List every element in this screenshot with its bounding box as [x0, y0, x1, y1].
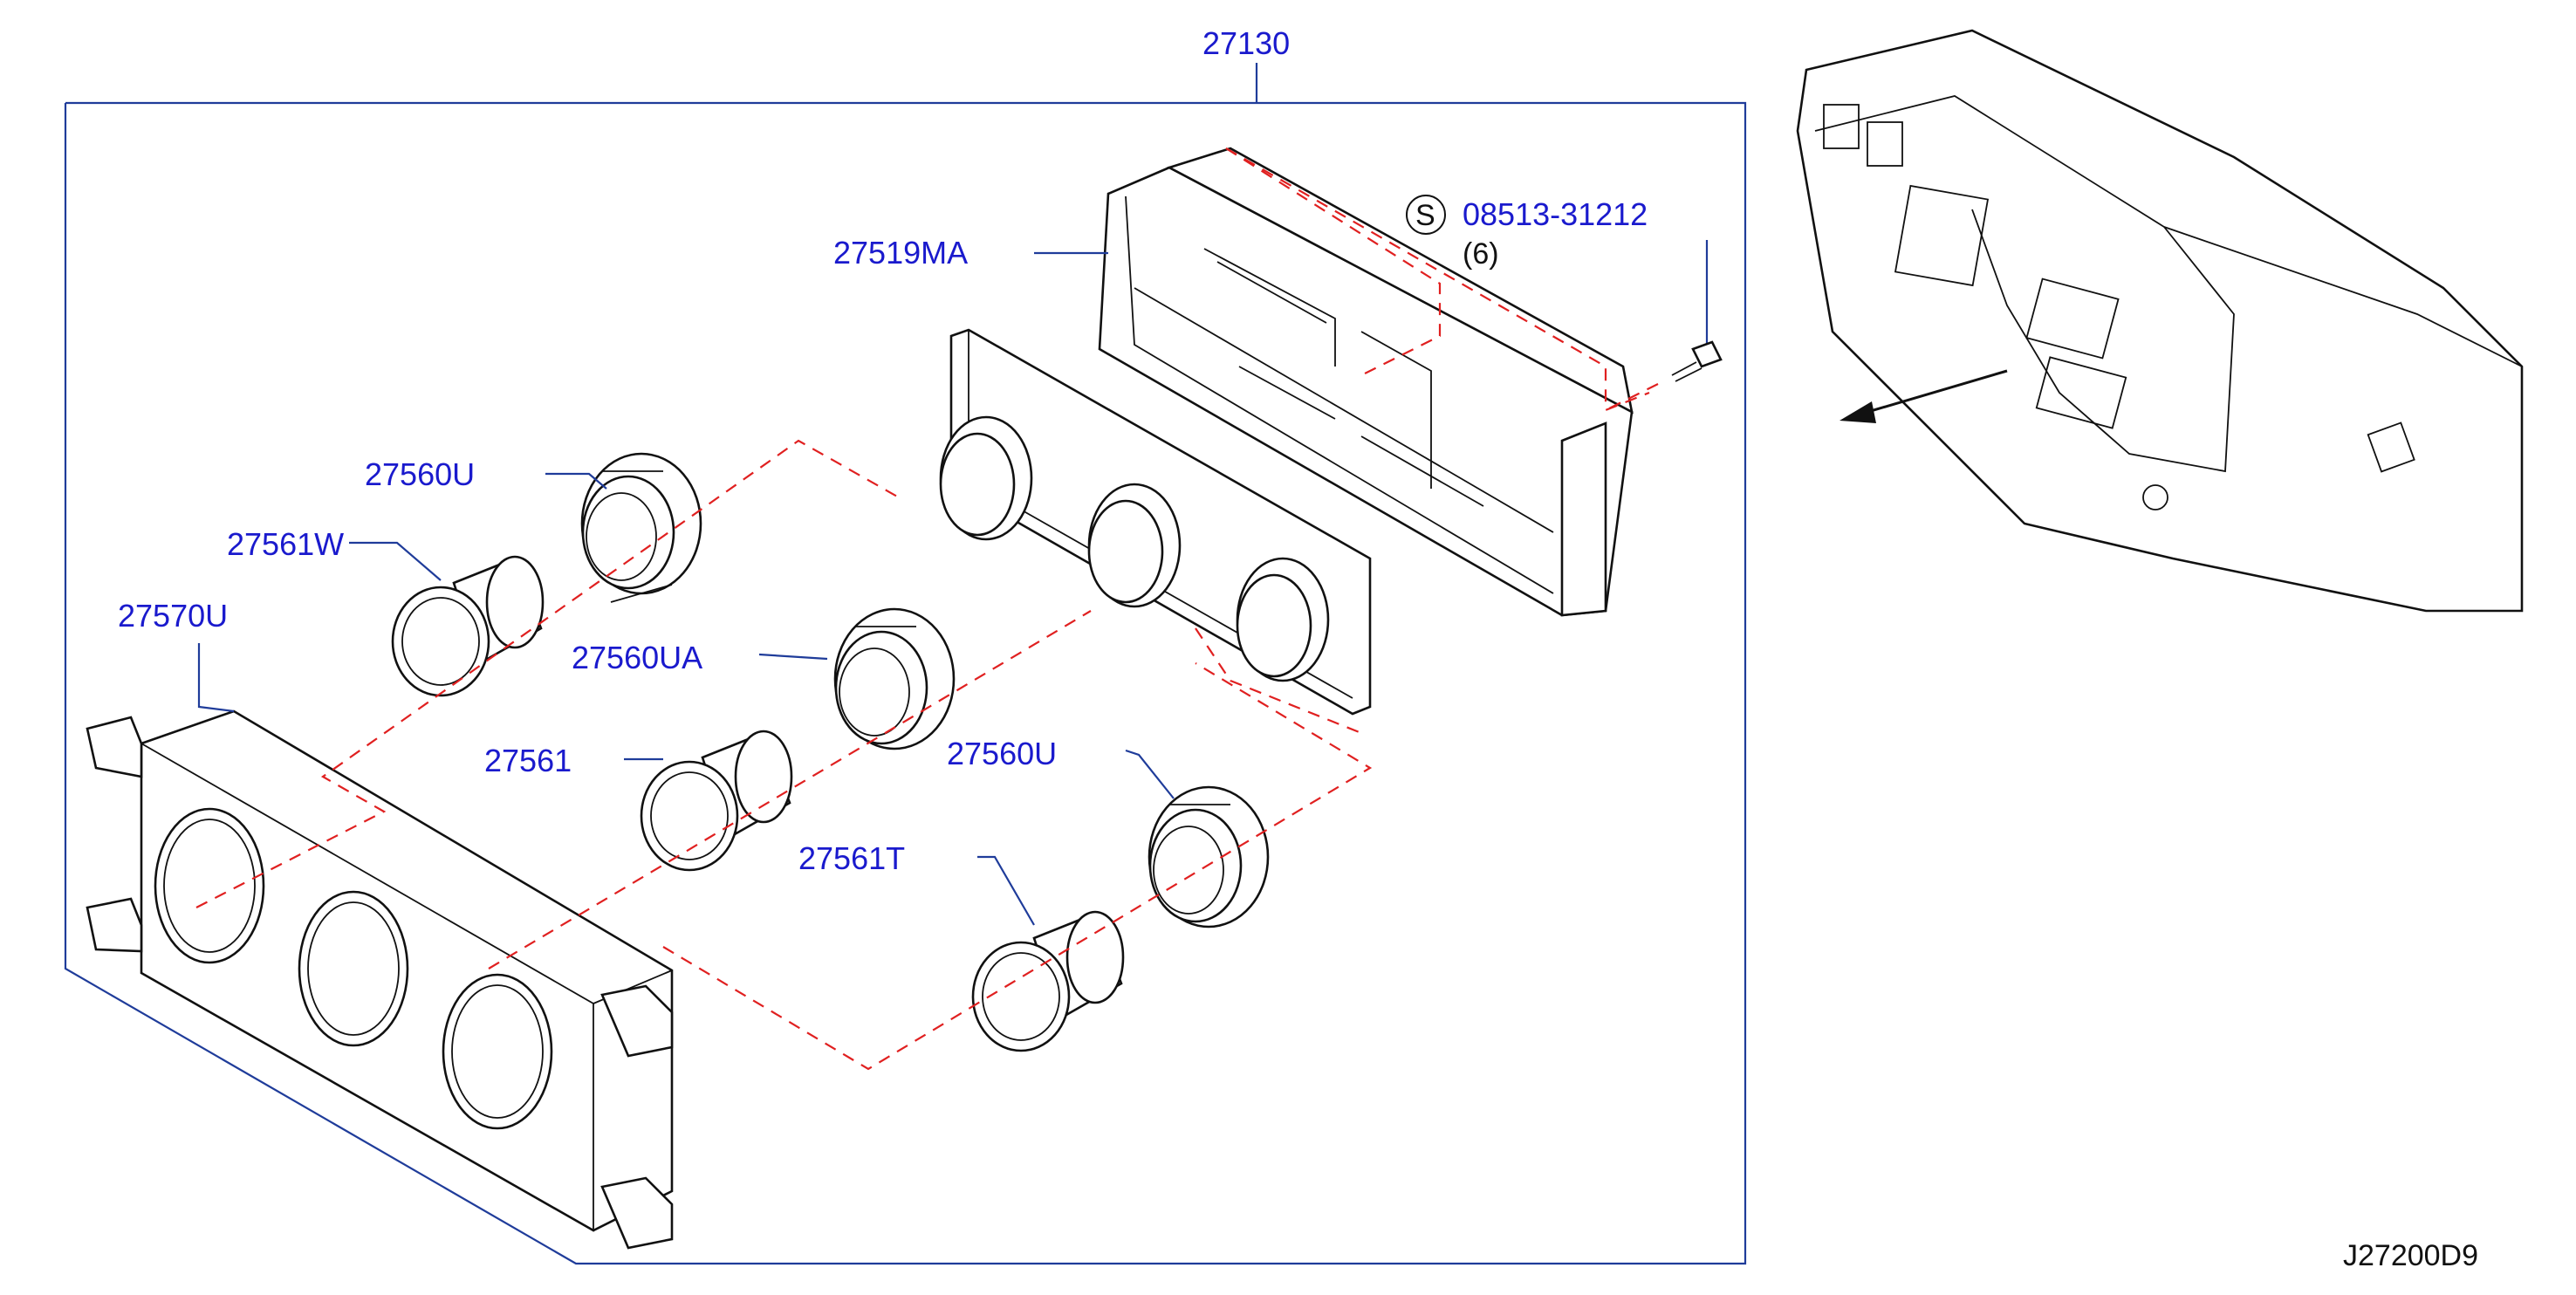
knob-ring-right: [1148, 785, 1270, 928]
assembly-frame: [64, 63, 1747, 1265]
knob-left: [391, 555, 545, 697]
callout-labels: 27130 27519MA S 08513-31212 (6) 27560U 2…: [118, 25, 2478, 1272]
label-screw-qty: (6): [1463, 237, 1499, 271]
knob-right: [971, 910, 1125, 1052]
dashboard-inset: [1796, 29, 2524, 613]
label-knob-center: 27561: [484, 743, 572, 778]
screw: [1605, 240, 1723, 411]
screw-symbol-circle: [1406, 195, 1446, 235]
knob-ring-left: [580, 452, 702, 603]
label-assembly: 27130: [1202, 25, 1290, 61]
label-finisher: 27570U: [118, 598, 228, 634]
knob-ring-center: [833, 607, 956, 750]
label-screw-part: 08513-31212: [1463, 196, 1648, 232]
control-panel-housing: [939, 147, 1650, 735]
leader-lines: [197, 251, 1175, 926]
label-screw-symbol: S: [1415, 199, 1435, 232]
label-knob-ring-right: 27560U: [947, 736, 1057, 771]
label-knob-ring-left: 27560U: [365, 456, 475, 492]
label-knob-left: 27561W: [227, 526, 344, 562]
label-knob-right: 27561T: [798, 840, 905, 876]
label-knob-ring-center: 27560UA: [572, 640, 702, 675]
label-control-panel: 27519MA: [833, 235, 968, 271]
finisher-panel: [86, 709, 674, 1250]
alignment-lines: [195, 439, 1373, 1071]
drawing-code: J27200D9: [2343, 1239, 2478, 1272]
knob-center: [640, 730, 793, 872]
